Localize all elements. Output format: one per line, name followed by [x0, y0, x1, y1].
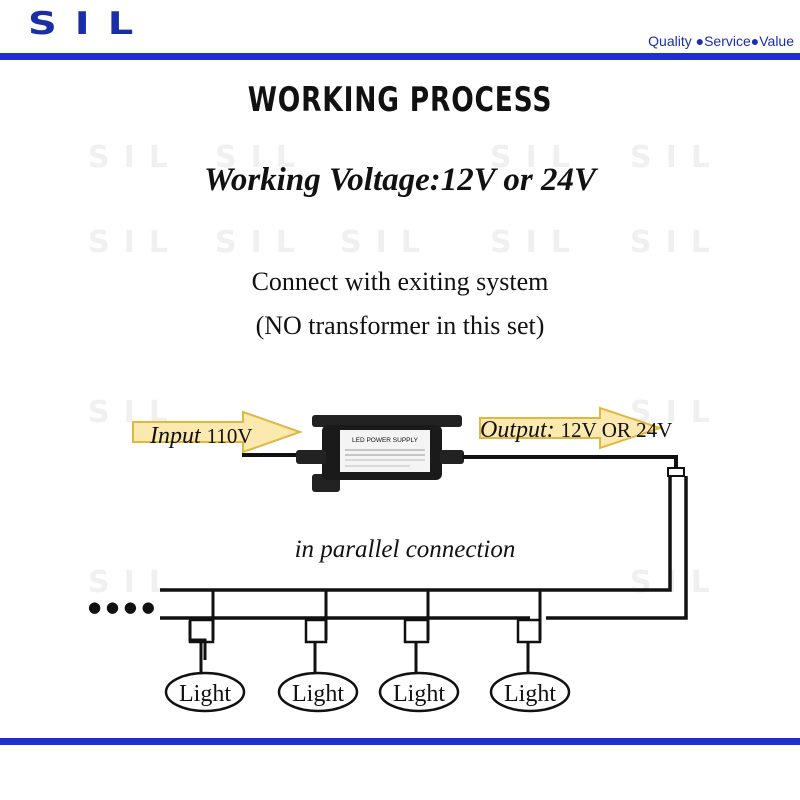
tagline: Quality ●Service●Value: [648, 33, 794, 49]
light-bulb-4: [489, 671, 571, 713]
light-label-1: Light: [179, 681, 231, 707]
output-cable: [462, 455, 678, 470]
watermark: SIL: [340, 225, 434, 260]
light-label-2: Light: [292, 681, 344, 707]
light-bulb-3: [378, 671, 460, 713]
light-drop-2: Light: [277, 590, 359, 713]
sil-logo: SIL: [28, 6, 152, 42]
watermark: SIL: [215, 140, 309, 175]
output-label-text: Output:: [480, 417, 555, 443]
parallel-connection-label: in parallel connection: [295, 536, 516, 563]
output-voltage-text: 12V OR 24V: [561, 418, 673, 442]
page-title: WORKING PROCESS: [247, 80, 553, 120]
continuation-dots: ● ● ● ●: [88, 598, 155, 616]
light-drop-3: Light: [378, 590, 460, 713]
bottom-divider-bar: [0, 738, 800, 745]
watermark: SIL: [88, 565, 182, 600]
input-label: Input 110V: [149, 423, 253, 449]
connect-info: Connect with exiting system (NO transfor…: [0, 260, 800, 348]
connect-line-2: (NO transformer in this set): [255, 311, 545, 340]
working-voltage-text: Working Voltage:12V or 24V: [203, 162, 597, 198]
light-drop-4: Light: [489, 590, 571, 713]
feeder-wire: [160, 467, 688, 620]
output-arrow: [479, 406, 664, 450]
watermark: SIL: [490, 225, 584, 260]
watermark: SIL: [88, 140, 182, 175]
output-label: Output: 12V OR 24V: [480, 417, 672, 443]
watermark: SIL: [215, 225, 309, 260]
watermark: SIL: [490, 140, 584, 175]
connect-line-1: Connect with exiting system: [251, 267, 549, 296]
input-arrow: [132, 410, 304, 454]
watermark: SIL: [88, 225, 182, 260]
light-bulb-2: [277, 671, 359, 713]
watermark: SIL: [630, 225, 724, 260]
input-label-text: Input: [149, 423, 202, 449]
light-label-3: Light: [393, 681, 445, 707]
light-label-4: Light: [504, 681, 556, 707]
top-divider-bar: [0, 53, 800, 60]
watermark: SIL: [630, 140, 724, 175]
light-bulb-1: [164, 671, 246, 713]
led-power-supply: LED POWER SUPPLY: [296, 415, 464, 492]
power-supply-label: LED POWER SUPPLY: [352, 437, 419, 444]
light-drop-1: Light: [164, 590, 246, 713]
input-voltage-text: 110V: [207, 424, 253, 448]
